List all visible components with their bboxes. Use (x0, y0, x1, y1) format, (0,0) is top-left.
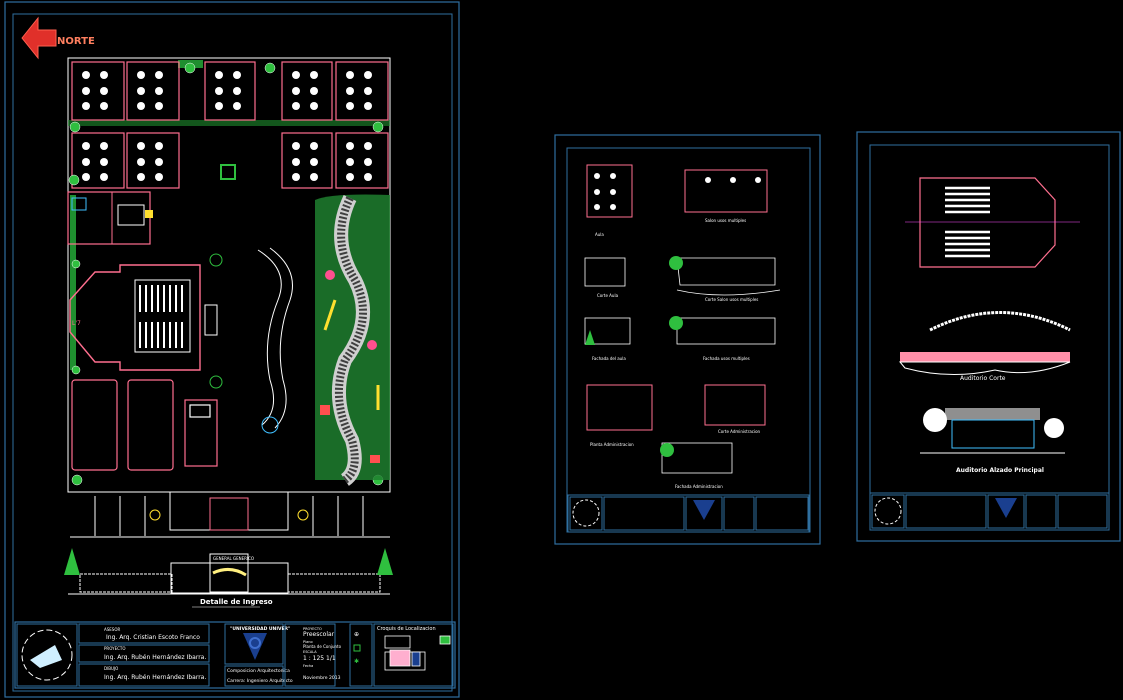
location-map-title: Croquis de Localizacion (377, 626, 436, 632)
proyecto-autor: Ing. Arq. Rubén Hernández Ibarra. (104, 654, 206, 661)
administration-building (67, 191, 153, 245)
flagpole-plaza (220, 164, 236, 180)
garden-area (315, 194, 390, 486)
symbol-area-icon (353, 644, 361, 652)
entrance-sign: GENERAL GENERICO (213, 556, 254, 561)
entrance-detail-label: Detalle de Ingreso (200, 598, 273, 606)
north-label: NORTE (57, 36, 95, 47)
north-arrow-icon: NORTE (21, 16, 95, 60)
lower-buildings (71, 379, 218, 471)
course-name: Composicion Arquitectonica (227, 668, 290, 674)
project-value: Preescolar (303, 631, 335, 638)
plano-value: Planta de Conjunto (303, 644, 342, 649)
classroom-furniture (82, 71, 372, 181)
label-corte-salon: Corte Salon usos multiples (705, 297, 758, 302)
asesor-value: Ing. Arq. Cristian Escoto Franco (106, 634, 200, 641)
dibujo-value: Ing. Arq. Rubén Hernández Ibarra. (104, 674, 206, 681)
symbol-north-icon: ⊕ (354, 631, 359, 638)
classroom-blocks (71, 61, 389, 189)
fecha-label: Fecha (303, 664, 313, 668)
escala-label: ESCALA (303, 650, 317, 654)
escala-value: 1 : 125 1/1 (303, 655, 336, 662)
auditorium: L'7 (69, 264, 218, 371)
label-auditorio-corte: Auditorio Corte (960, 375, 1006, 382)
svg-text:L'7: L'7 (72, 320, 81, 327)
entrance-elevation: GENERAL GENERICO Detalle de Ingreso (64, 548, 393, 608)
sheet-classroom-details: Aula Salon usos multiples Corte Aula Cor… (554, 134, 821, 545)
symbol-tree-icon: ✱ (354, 658, 359, 665)
location-map (384, 635, 451, 671)
label-fachada-usos-multiples: Fachada usos multiples (703, 356, 750, 361)
title-block: ASESOR Ing. Arq. Cristian Escoto Franco … (14, 621, 456, 689)
label-corte-aula: Corte Aula (597, 293, 619, 298)
sheet-site-plan: NORTE (4, 1, 460, 698)
label-planta-administracion: Planta Administracion (590, 442, 634, 447)
label-aula: Aula (595, 232, 604, 237)
sheet-auditorium-details: Auditorio Corte Auditorio Alzado Princip… (856, 131, 1121, 542)
central-walkway (209, 247, 293, 434)
proyecto-label: PROYECTO (104, 646, 125, 651)
label-corte-administracion: Corte Administracion (718, 429, 761, 434)
career-name: Carrera: Ingeniero Arquitecto (227, 678, 293, 684)
dibujo-label: DIBUJO (104, 666, 118, 671)
plano-label: Plano (303, 640, 313, 644)
label-auditorio-alzado: Auditorio Alzado Principal (956, 467, 1044, 474)
title-block-middle (567, 494, 810, 533)
label-fachada-administracion: Fachada Administracion (675, 484, 723, 489)
school-logo-icon (30, 645, 62, 668)
auditorium-elevation: Auditorio Alzado Principal (920, 408, 1065, 474)
university-logo-icon (243, 633, 267, 660)
auditorium-plan (905, 177, 1080, 268)
auditorium-section: Auditorio Corte (898, 311, 1071, 382)
parking (70, 491, 390, 538)
asesor-label: ASESOR (104, 627, 120, 632)
label-fachada-aula: Fachada del aula (592, 356, 626, 361)
university-name: "UNIVERSIDAD UNIVER" (230, 626, 290, 632)
fecha-value: Noviembre 2013 (303, 675, 341, 681)
title-block-right (869, 492, 1110, 531)
label-salon-usos-multiples: Salon usos multiples (705, 218, 746, 223)
project-label: PROYECTO (303, 627, 322, 631)
